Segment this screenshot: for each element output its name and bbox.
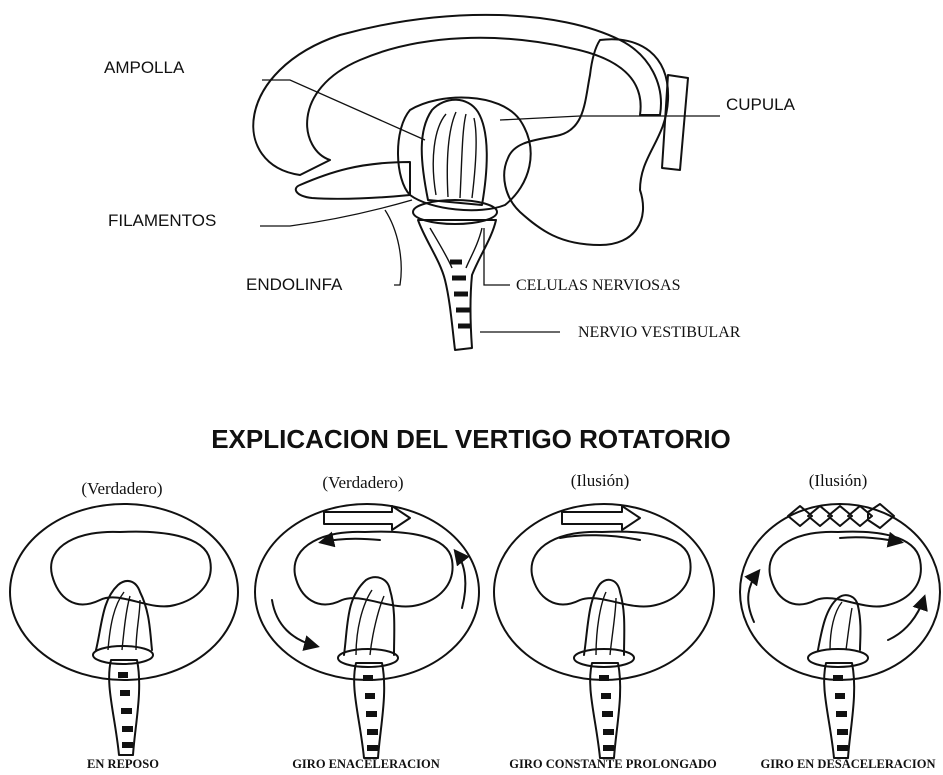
label-endolinfa: ENDOLINFA	[246, 275, 343, 294]
panel-acceleration	[255, 504, 479, 758]
panel-3-caption: GIRO CONSTANTE PROLONGADO	[509, 757, 717, 771]
panel-at-rest	[10, 504, 238, 755]
panel-1-state: (Verdadero)	[81, 479, 162, 498]
panel-4-state: (Ilusión)	[809, 471, 868, 490]
panel-1-caption: EN REPOSO	[87, 757, 159, 771]
panel-3-state: (Ilusión)	[571, 471, 630, 490]
label-nervio-vestibular: NERVIO VESTIBULAR	[578, 324, 741, 341]
panel-constant	[494, 504, 714, 758]
label-cupula: CUPULA	[726, 95, 796, 114]
panel-4-caption: GIRO EN DESACELERACION	[760, 757, 935, 771]
panel-2-state: (Verdadero)	[322, 473, 403, 492]
label-filamentos: FILAMENTOS	[108, 211, 216, 230]
panel-deceleration	[740, 504, 940, 758]
section-title: EXPLICACION DEL VERTIGO ROTATORIO	[211, 424, 731, 454]
panel-2-caption: GIRO ENACELERACION	[292, 757, 440, 771]
ampulla-detail-illustration	[253, 15, 688, 350]
label-celulas-nerviosas: CELULAS NERVIOSAS	[516, 277, 681, 294]
label-ampolla: AMPOLLA	[104, 58, 185, 77]
